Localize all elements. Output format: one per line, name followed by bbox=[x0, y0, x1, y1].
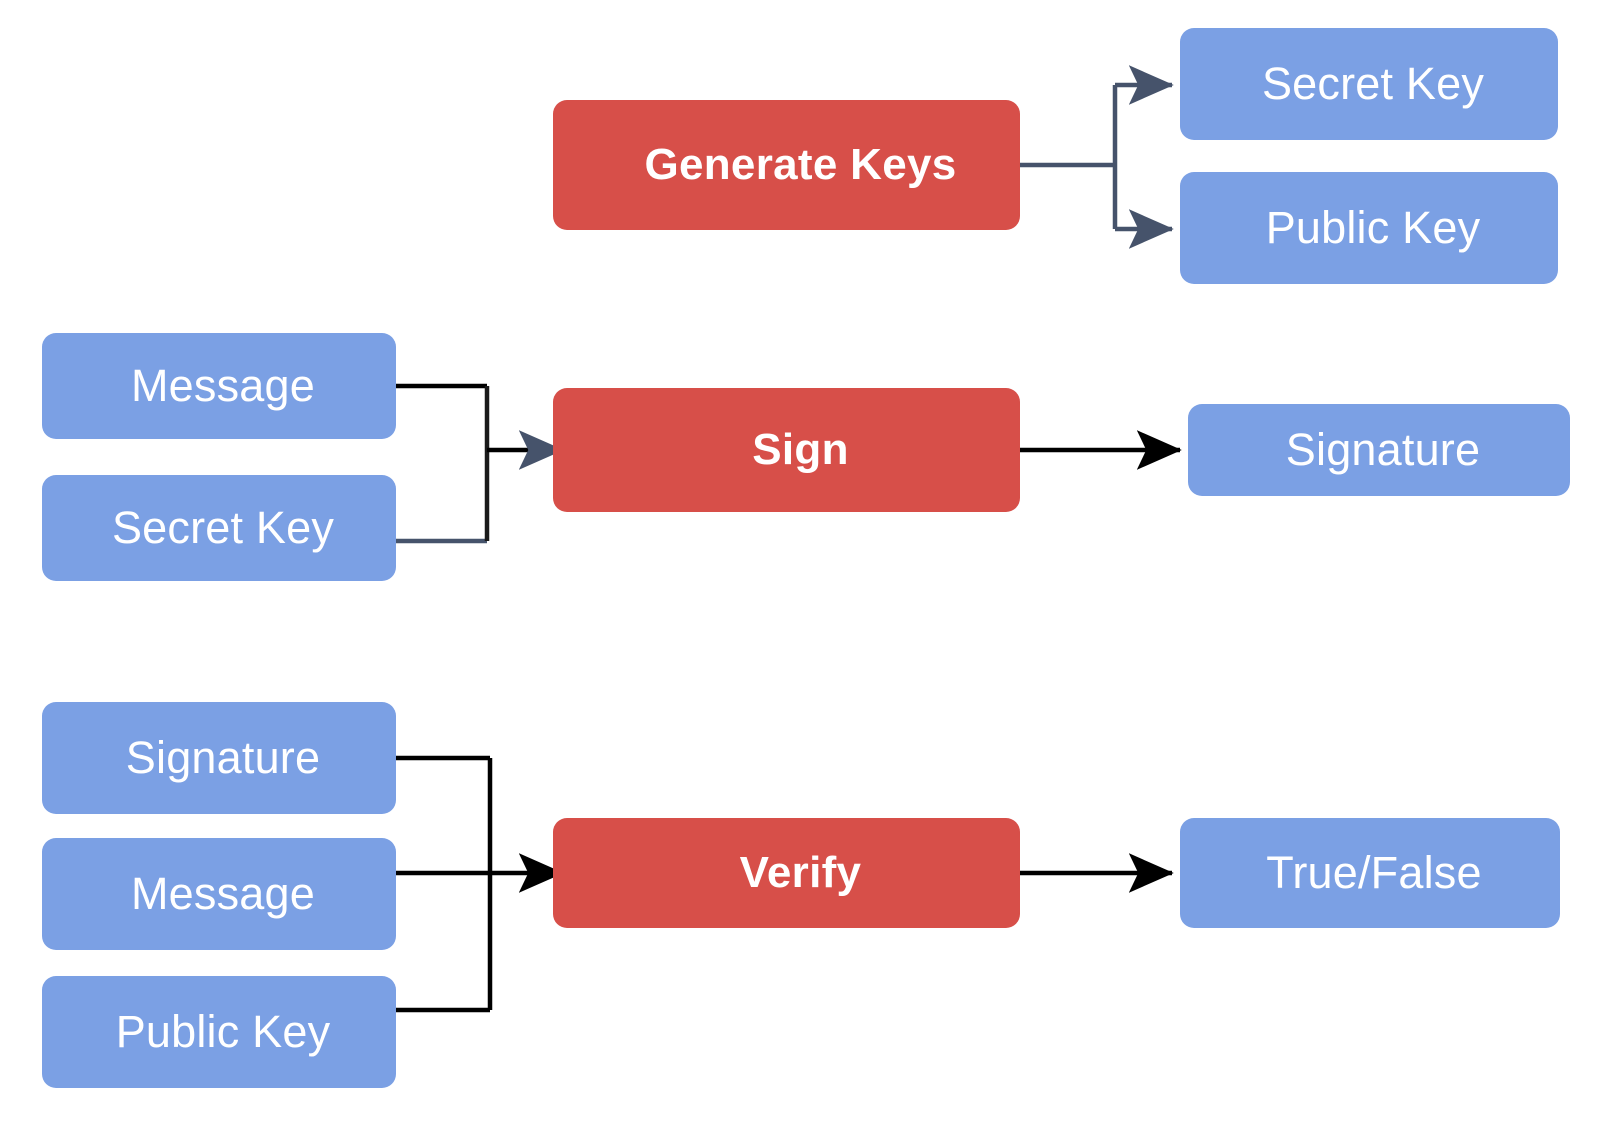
process-verify-label: Verify bbox=[739, 847, 862, 897]
data-public-key-output[interactable]: Public Key bbox=[1180, 172, 1558, 284]
data-message-verify-input[interactable]: Message bbox=[42, 838, 396, 950]
data-signature-output[interactable]: Signature bbox=[1188, 404, 1570, 496]
edge-generatekeys-fork bbox=[1020, 65, 1174, 249]
data-public-key-verify-input-label: Public Key bbox=[115, 1006, 331, 1058]
process-sign-label: Sign bbox=[752, 424, 849, 474]
data-secret-key-sign-input[interactable]: Secret Key bbox=[42, 475, 396, 581]
data-public-key-verify-input[interactable]: Public Key bbox=[42, 976, 396, 1088]
data-signature-verify-input[interactable]: Signature bbox=[42, 702, 396, 814]
data-secret-key-output-label: Secret Key bbox=[1261, 58, 1485, 110]
process-sign[interactable]: Sign bbox=[553, 388, 1020, 512]
data-true-false-output[interactable]: True/False bbox=[1180, 818, 1560, 928]
data-secret-key-sign-input-label: Secret Key bbox=[111, 502, 335, 554]
data-secret-key-output[interactable]: Secret Key bbox=[1180, 28, 1558, 140]
data-message-sign-input-label: Message bbox=[131, 360, 315, 412]
edge-sign-inputs bbox=[396, 383, 564, 544]
edge-verify-inputs bbox=[396, 755, 564, 1013]
process-verify[interactable]: Verify bbox=[553, 818, 1020, 928]
data-message-verify-input-label: Message bbox=[131, 868, 315, 920]
data-signature-output-label: Signature bbox=[1285, 424, 1481, 476]
data-message-sign-input[interactable]: Message bbox=[42, 333, 396, 439]
data-true-false-output-label: True/False bbox=[1266, 847, 1482, 899]
process-generate-keys[interactable]: Generate Keys bbox=[553, 100, 1020, 230]
data-signature-verify-input-label: Signature bbox=[125, 732, 321, 784]
process-generate-keys-label: Generate Keys bbox=[644, 139, 957, 189]
data-public-key-output-label: Public Key bbox=[1265, 202, 1481, 254]
